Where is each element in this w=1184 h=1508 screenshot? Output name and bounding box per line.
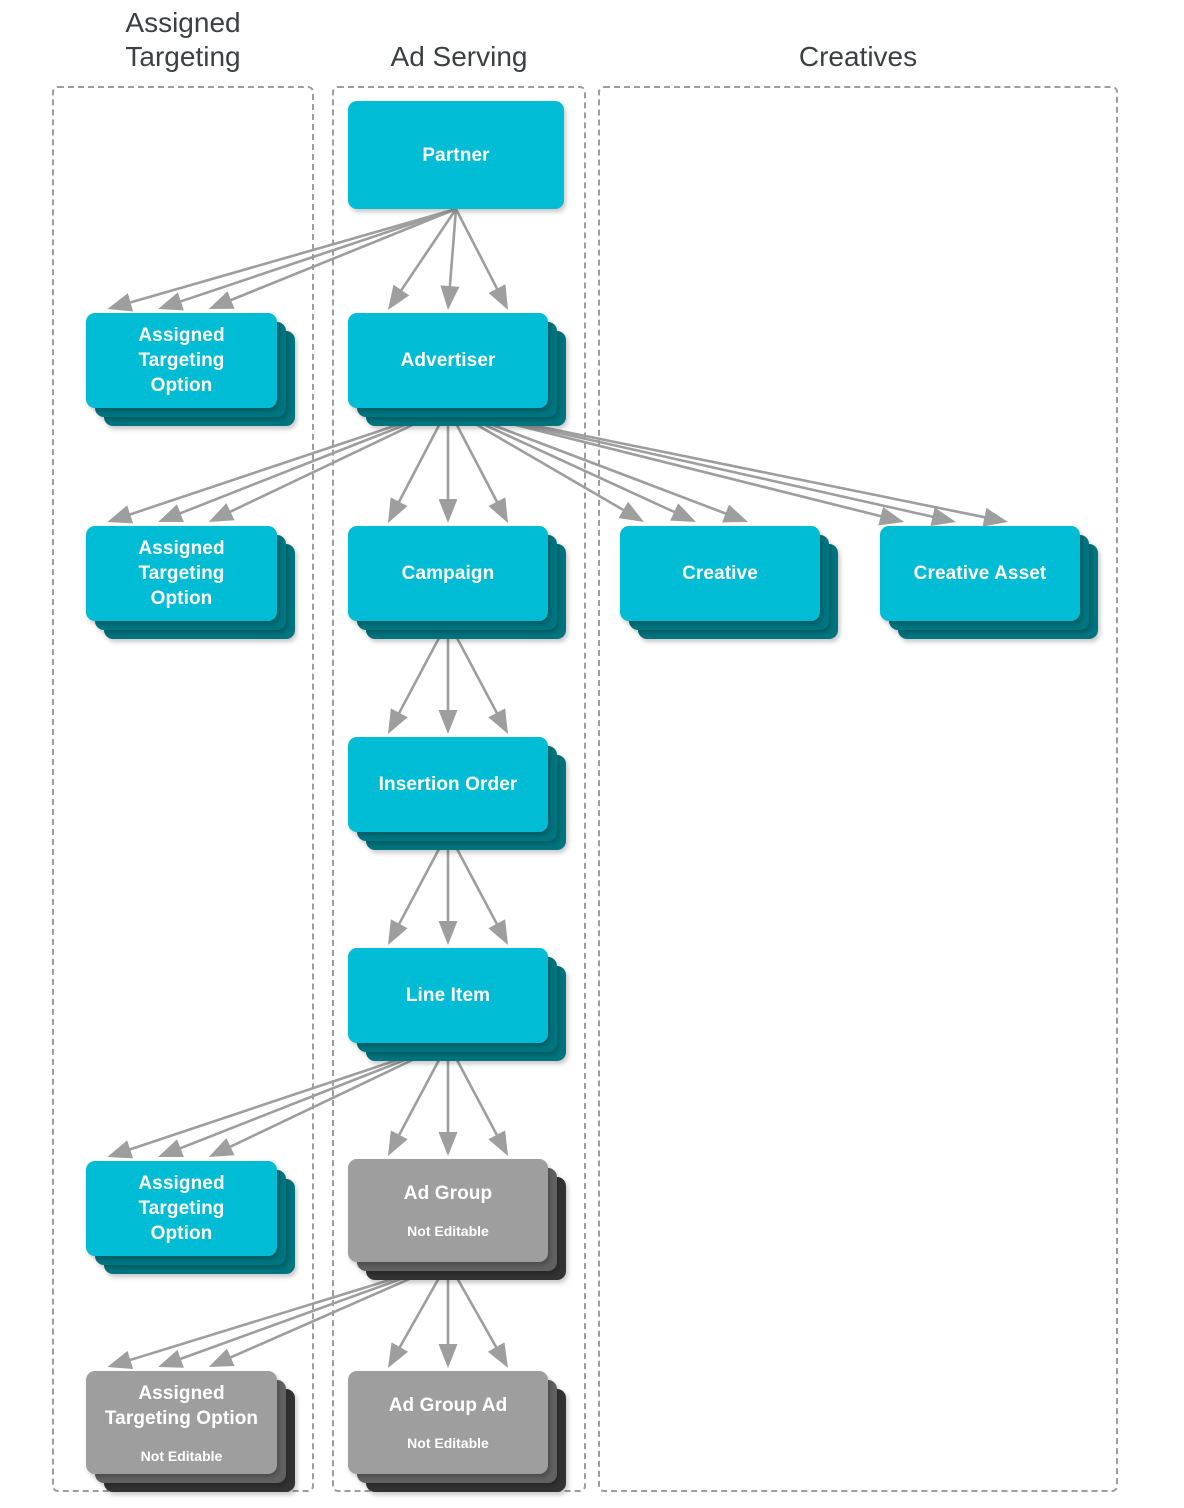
- card-creative[interactable]: Creative: [620, 526, 820, 621]
- card-campaign[interactable]: Campaign: [348, 526, 548, 621]
- card-creative-asset[interactable]: Creative Asset: [880, 526, 1080, 621]
- swimlane-title-line: Targeting: [125, 41, 241, 72]
- node-insertion-order[interactable]: Insertion Order: [348, 737, 566, 850]
- node-label-creative: Creative: [682, 563, 758, 584]
- node-label-line-item: Line Item: [405, 985, 491, 1006]
- swimlane-assigned-targeting: [52, 86, 314, 1492]
- swimlane-title-line: Assigned: [125, 7, 241, 38]
- node-label-line: Assigned: [138, 325, 225, 346]
- node-creative[interactable]: Creative: [620, 526, 838, 639]
- swimlane-title-creatives: Creatives: [598, 40, 1118, 74]
- node-partner[interactable]: Partner: [348, 101, 564, 209]
- swimlane-creatives: [598, 86, 1118, 1492]
- card-insertion-order[interactable]: Insertion Order: [348, 737, 548, 832]
- node-advertiser[interactable]: Advertiser: [348, 313, 566, 426]
- card-ad-group-ad[interactable]: Ad Group Ad Not Editable: [348, 1371, 548, 1474]
- node-label-line: Option: [150, 588, 213, 609]
- node-label-line: Targeting: [138, 350, 225, 371]
- node-label-line: Targeting: [138, 563, 225, 584]
- node-sublabel-ato-adgroup: Not Editable: [140, 1447, 223, 1464]
- node-label-insertion-order: Insertion Order: [378, 774, 518, 795]
- card-line-item[interactable]: Line Item: [348, 948, 548, 1043]
- node-label-line: Assigned: [138, 538, 225, 559]
- node-label-ad-group: Ad Group: [403, 1183, 493, 1204]
- swimlane-title-line: Creatives: [798, 41, 918, 72]
- node-label-line: Assigned: [138, 1382, 225, 1404]
- node-label-ad-group-ad: Ad Group Ad: [388, 1395, 508, 1416]
- node-creative-asset[interactable]: Creative Asset: [880, 526, 1098, 639]
- card-advertiser[interactable]: Advertiser: [348, 313, 548, 408]
- node-ad-group-ad[interactable]: Ad Group Ad Not Editable: [348, 1371, 566, 1492]
- node-label-partner: Partner: [422, 144, 490, 166]
- node-label-line: Targeting: [138, 1198, 225, 1219]
- swimlane-title-line: Ad Serving: [390, 41, 528, 72]
- swimlane-title-ad-serving: Ad Serving: [332, 40, 586, 74]
- node-label-line: Assigned: [138, 1173, 225, 1194]
- node-label-line: Option: [150, 1223, 213, 1244]
- node-sublabel-ad-group: Not Editable: [407, 1223, 489, 1239]
- node-sublabel-ad-group-ad: Not Editable: [407, 1435, 489, 1451]
- node-label-campaign: Campaign: [401, 563, 495, 584]
- node-label-creative-asset: Creative Asset: [913, 563, 1047, 584]
- node-label-line: Option: [150, 375, 213, 396]
- node-label-line: Targeting Option: [104, 1407, 259, 1429]
- node-label-advertiser: Advertiser: [400, 350, 496, 371]
- node-line-item[interactable]: Line Item: [348, 948, 566, 1061]
- node-campaign[interactable]: Campaign: [348, 526, 566, 639]
- card-partner[interactable]: Partner: [348, 101, 564, 209]
